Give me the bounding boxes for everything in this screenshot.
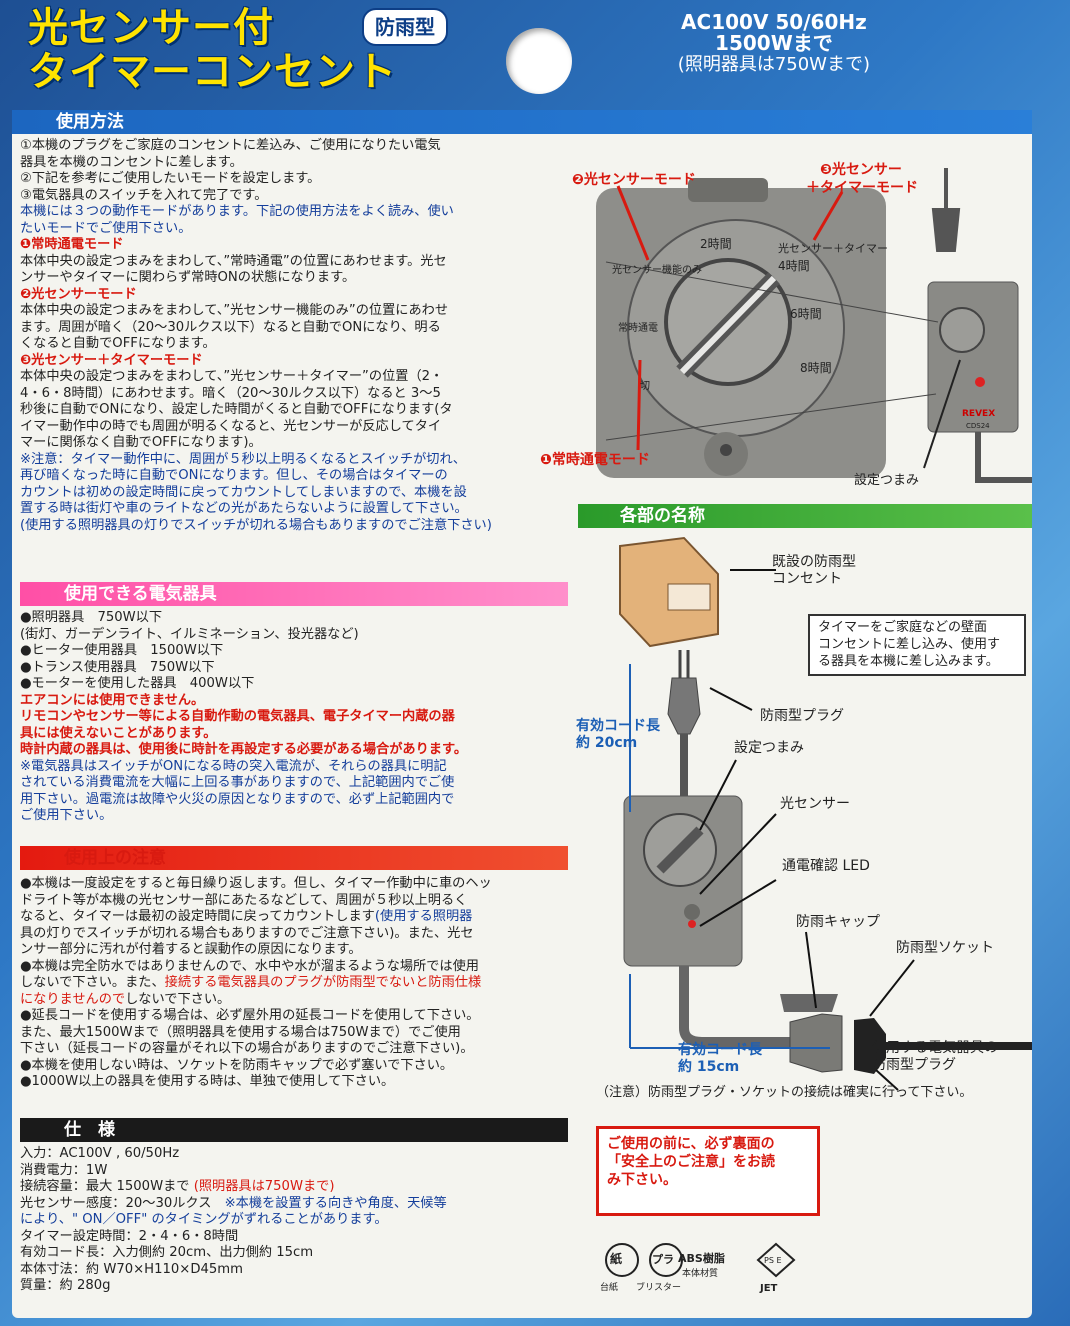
dial-mark-6h: 6時間	[790, 307, 822, 321]
dial-mark-always-on: 常時通電	[618, 323, 658, 334]
paper-icon: 紙	[610, 1252, 623, 1266]
hang-hole	[506, 28, 572, 94]
label-sensor-mode: ❷光センサーモード	[572, 172, 696, 188]
devices-list: ●照明器具 750W以下(街灯、ガーデンライト、イルミネーション、投光器など)●…	[20, 610, 468, 823]
label-sensor-timer-mode-1: ❸光センサー	[820, 162, 902, 178]
rating-block: AC100V 50/60Hz 1500Wまで (照明器具は750Wまで)	[677, 10, 870, 76]
dial-mark-sensor-only: 光センサー機能のみ	[612, 265, 702, 276]
rating-voltage: AC100V 50/60Hz	[681, 10, 867, 34]
recycle-marks	[605, 1242, 796, 1278]
specs-heading: 仕 様	[20, 1118, 568, 1142]
label-cord-15cm: 有効コード長 約 15cm	[678, 1042, 762, 1075]
connection-note: （注意）防雨型プラグ・ソケットの接続は確実に行って下さい。	[596, 1085, 973, 1100]
devices-heading: 使用できる電気器具	[20, 582, 568, 606]
dial-mark-off: 切	[640, 381, 650, 392]
parts-diagram	[619, 536, 1032, 1091]
label-light-sensor: 光センサー	[780, 796, 850, 812]
safety-warning-box: ご使用の前に、必ず裏面の 「安全上のご注意」をお読 み下さい。	[596, 1126, 820, 1216]
usage-steps: ①本機のプラグをご家庭のコンセントに差込み、ご使用になりたい電気器具を本機のコン…	[20, 138, 492, 533]
abs-text: ABS樹脂	[678, 1252, 725, 1265]
brand-logo: REVEX	[962, 409, 996, 419]
label-plug: 防雨型プラグ	[760, 708, 844, 724]
rating-max-watt: 1500Wまで	[715, 31, 833, 55]
parts-heading: 各部の名称	[578, 504, 1032, 528]
paper-label: 台紙	[600, 1283, 619, 1293]
label-existing-outlet: 既設の防雨型 コンセント	[772, 554, 856, 587]
usage-heading: 使用方法	[12, 110, 1032, 134]
dial-mark-4h: 4時間	[778, 259, 810, 273]
label-led: 通電確認 LED	[782, 858, 870, 874]
label-setting-knob: 設定つまみ	[854, 473, 920, 488]
title-line-1: 光センサー付	[28, 5, 274, 51]
rating-max-light: (照明器具は750Wまで)	[677, 54, 870, 75]
precautions-list: ●本機は一度設定をすると毎日繰り返します。但し、タイマー作動中に車のヘッドライト…	[20, 876, 492, 1089]
plastic-label: ブリスター	[636, 1283, 682, 1293]
label-knob: 設定つまみ	[734, 740, 804, 756]
label-user-plug: 使用する電気器具の 防雨型プラグ	[872, 1040, 998, 1073]
jet-label: JET	[760, 1283, 778, 1294]
dial-illustration	[596, 168, 1032, 483]
precautions-heading: 使用上の注意	[20, 846, 568, 870]
label-always-on-mode: ❶常時通電モード	[540, 452, 650, 468]
label-cap: 防雨キャップ	[796, 914, 880, 930]
label-socket: 防雨型ソケット	[896, 940, 994, 956]
pse-mark-icon: PS E	[764, 1256, 782, 1265]
instruction-box: タイマーをご家庭などの壁面 コンセントに差し込み、使用す る器具を本機に差し込み…	[808, 614, 1026, 676]
dial-mark-8h: 8時間	[800, 361, 832, 375]
plastic-icon: プラ	[652, 1253, 674, 1266]
model-number: CDS24	[966, 422, 990, 430]
label-sensor-timer-mode-2: ＋タイマーモード	[806, 180, 918, 196]
dial-mark-2h: 2時間	[700, 237, 732, 251]
product-title: 光センサー付 タイマーコンセント	[28, 6, 397, 94]
label-cord-20cm: 有効コード長 約 20cm	[576, 718, 660, 751]
abs-label: 本体材質	[682, 1269, 719, 1279]
rainproof-badge: 防雨型	[362, 8, 448, 46]
title-line-2: タイマーコンセント	[28, 49, 397, 95]
dial-mark-sensor-timer: 光センサー＋タイマー	[778, 242, 888, 255]
